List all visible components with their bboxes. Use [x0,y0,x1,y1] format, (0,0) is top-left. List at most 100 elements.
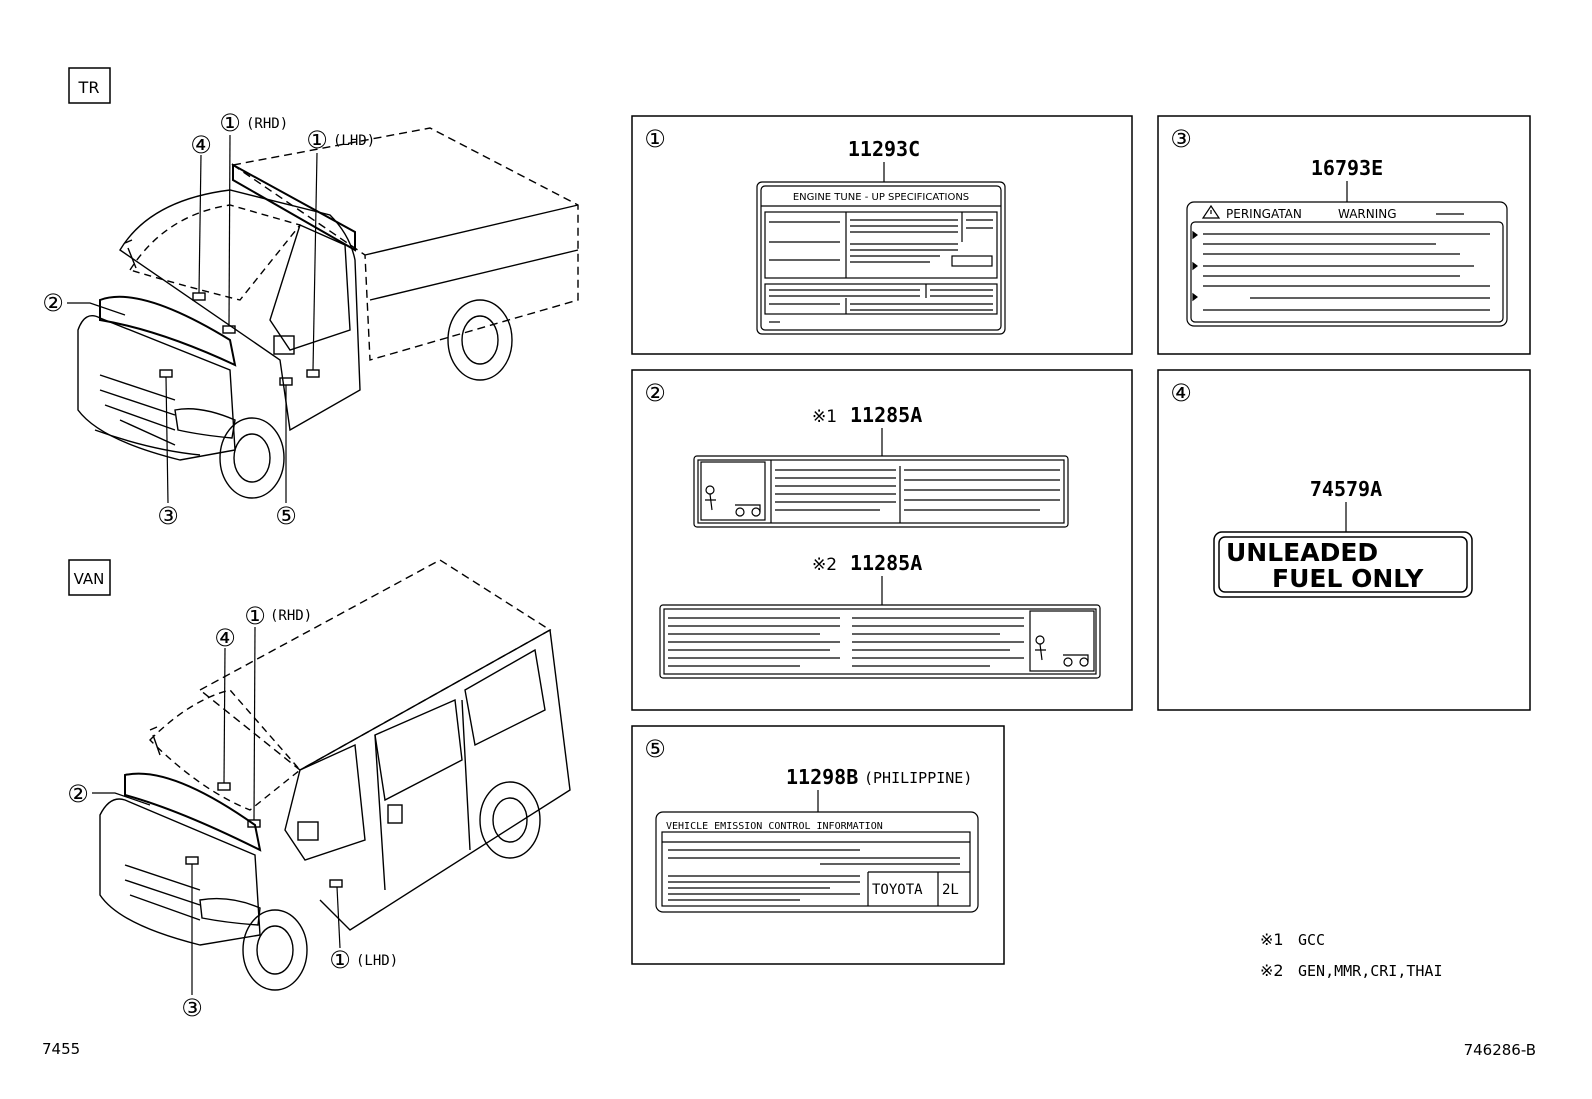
warning-label-heading-b: WARNING [1338,207,1397,221]
truck-leader-lines [67,134,318,504]
panel-2-number: ② [644,379,666,407]
van-front-wheel [242,909,308,991]
panel-4-frame [1157,369,1531,711]
panel-5-number: ⑤ [644,735,666,763]
panel-3-number: ③ [1170,125,1192,153]
van-door-line [374,699,471,891]
tr-callout-rhd-label: (RHD) [246,116,288,132]
van-marker-1-lhd [329,879,343,888]
truck-side-window [269,224,351,351]
van-cab-window [284,743,366,861]
van-front-face [99,798,261,946]
truck-section: TR [42,67,579,530]
van-callout-rhd-label: (RHD) [270,608,312,624]
van-callouts: ④ ① (RHD) ② ③ ① (LHD) [67,602,398,1022]
tire-info-label-1 [693,455,1069,528]
truck-hood [99,295,237,367]
van-section: VAN [67,559,571,1022]
van-left-mirror [149,726,161,756]
van-grille [124,864,201,921]
panel-3-frame [1157,115,1531,355]
panel-2-note-2: ※2 [812,555,837,575]
truck-rear-wheel-hub [461,315,499,365]
van-door-handle [387,804,403,824]
truck-cab-outline [119,189,361,432]
truck-callouts: ④ ① (RHD) ① (LHD) ② ③ ⑤ [42,109,375,530]
truck-marker-5 [279,377,293,386]
panel-5: ⑤ 11298B (PHILIPPINE) VEHICLE EMISSION C… [631,725,1005,965]
emission-label-code: 2L [942,882,959,898]
truck-marker-1-lhd [306,369,320,378]
van-right-mirror [297,821,319,841]
panel-5-region: (PHILIPPINE) [864,769,972,787]
van-rear-window [464,648,546,747]
panel-2-note-1: ※1 [812,407,837,427]
truck-marker-3 [159,369,173,378]
tr-callout-4: ④ [190,131,212,159]
warning-triangle-icon [1201,204,1221,219]
tr-callout-1-lhd: ① [306,126,328,154]
van-callout-lhd-label: (LHD) [356,953,398,969]
panel-1: ① 11293C ENGINE TUNE - [631,115,1133,355]
truck-grille [99,374,176,446]
panel-2-part-number-1: 11285A [850,403,922,427]
truck-bumper [94,429,201,456]
van-body-side [299,628,571,931]
truck-illustration [77,127,579,499]
panel-5-frame [631,725,1005,965]
tr-variant-label: TR [78,78,100,97]
emission-label-brand: TOYOTA [872,882,923,898]
panel-2-part-number-2: 11285A [850,551,922,575]
truck-windshield [128,204,302,301]
van-callout-3: ③ [181,994,203,1022]
tr-callout-2: ② [42,289,64,317]
tr-callout-5: ⑤ [275,502,297,530]
van-front-wheel-hub [256,925,294,975]
panel-1-number: ① [644,125,666,153]
tire-info-pictogram-1 [700,461,766,521]
tr-variant-box [68,67,111,104]
emission-label-heading: VEHICLE EMISSION CONTROL INFORMATION [666,821,883,832]
van-callout-1-lhd: ① [329,946,351,974]
tire-info-pictogram-2 [1029,610,1095,672]
van-illustration [99,559,571,991]
truck-marker-4 [192,292,206,301]
van-rear-wheel-hub [492,797,528,843]
van-callout-4: ④ [214,624,236,652]
van-variant-label: VAN [74,570,105,588]
van-callout-1-rhd: ① [244,602,266,630]
note-1-text: GCC [1298,931,1325,949]
tr-callout-3: ③ [157,502,179,530]
panel-4-part-number: 74579A [1310,477,1382,501]
panel-1-frame [631,115,1133,355]
panel-5-part-number: 11298B [786,765,858,789]
van-headlamp [199,897,261,926]
unleaded-fuel-label-line-2: FUEL ONLY [1272,564,1424,593]
unleaded-fuel-label-line-1: UNLEADED [1226,538,1378,567]
truck-bed-rail [232,163,356,252]
panel-3-part-number: 16793E [1311,156,1383,180]
van-leader-lines [92,626,341,995]
truck-front-wheel [219,417,285,499]
emission-control-label [655,811,979,913]
unleaded-fuel-label [1213,531,1473,598]
van-hood [124,772,262,852]
warning-label-heading-a: PERINGATAN [1226,207,1302,221]
panel-2: ② ※1 11285A ※2 11285A [631,369,1133,711]
van-side-window [374,698,463,802]
panel-4-number: ④ [1170,379,1192,407]
note-2-text: GEN,MMR,CRI,THAI [1298,962,1443,980]
panel-4: ④ 74579A UNLEADED FUEL ONLY [1157,369,1531,711]
van-marker-4 [217,782,231,791]
truck-rear-wheel [447,299,513,381]
tr-callout-1-rhd: ① [219,109,241,137]
notes: ※1 GCC ※2 GEN,MMR,CRI,THAI [1260,930,1443,980]
truck-front-wheel-hub [233,433,271,483]
tire-info-label-2 [659,604,1101,679]
truck-headlamp [174,408,236,439]
footer-left-code: 7455 [42,1040,80,1058]
van-callout-2: ② [67,780,89,808]
van-marker-3 [185,856,199,865]
van-variant-box [68,559,111,596]
